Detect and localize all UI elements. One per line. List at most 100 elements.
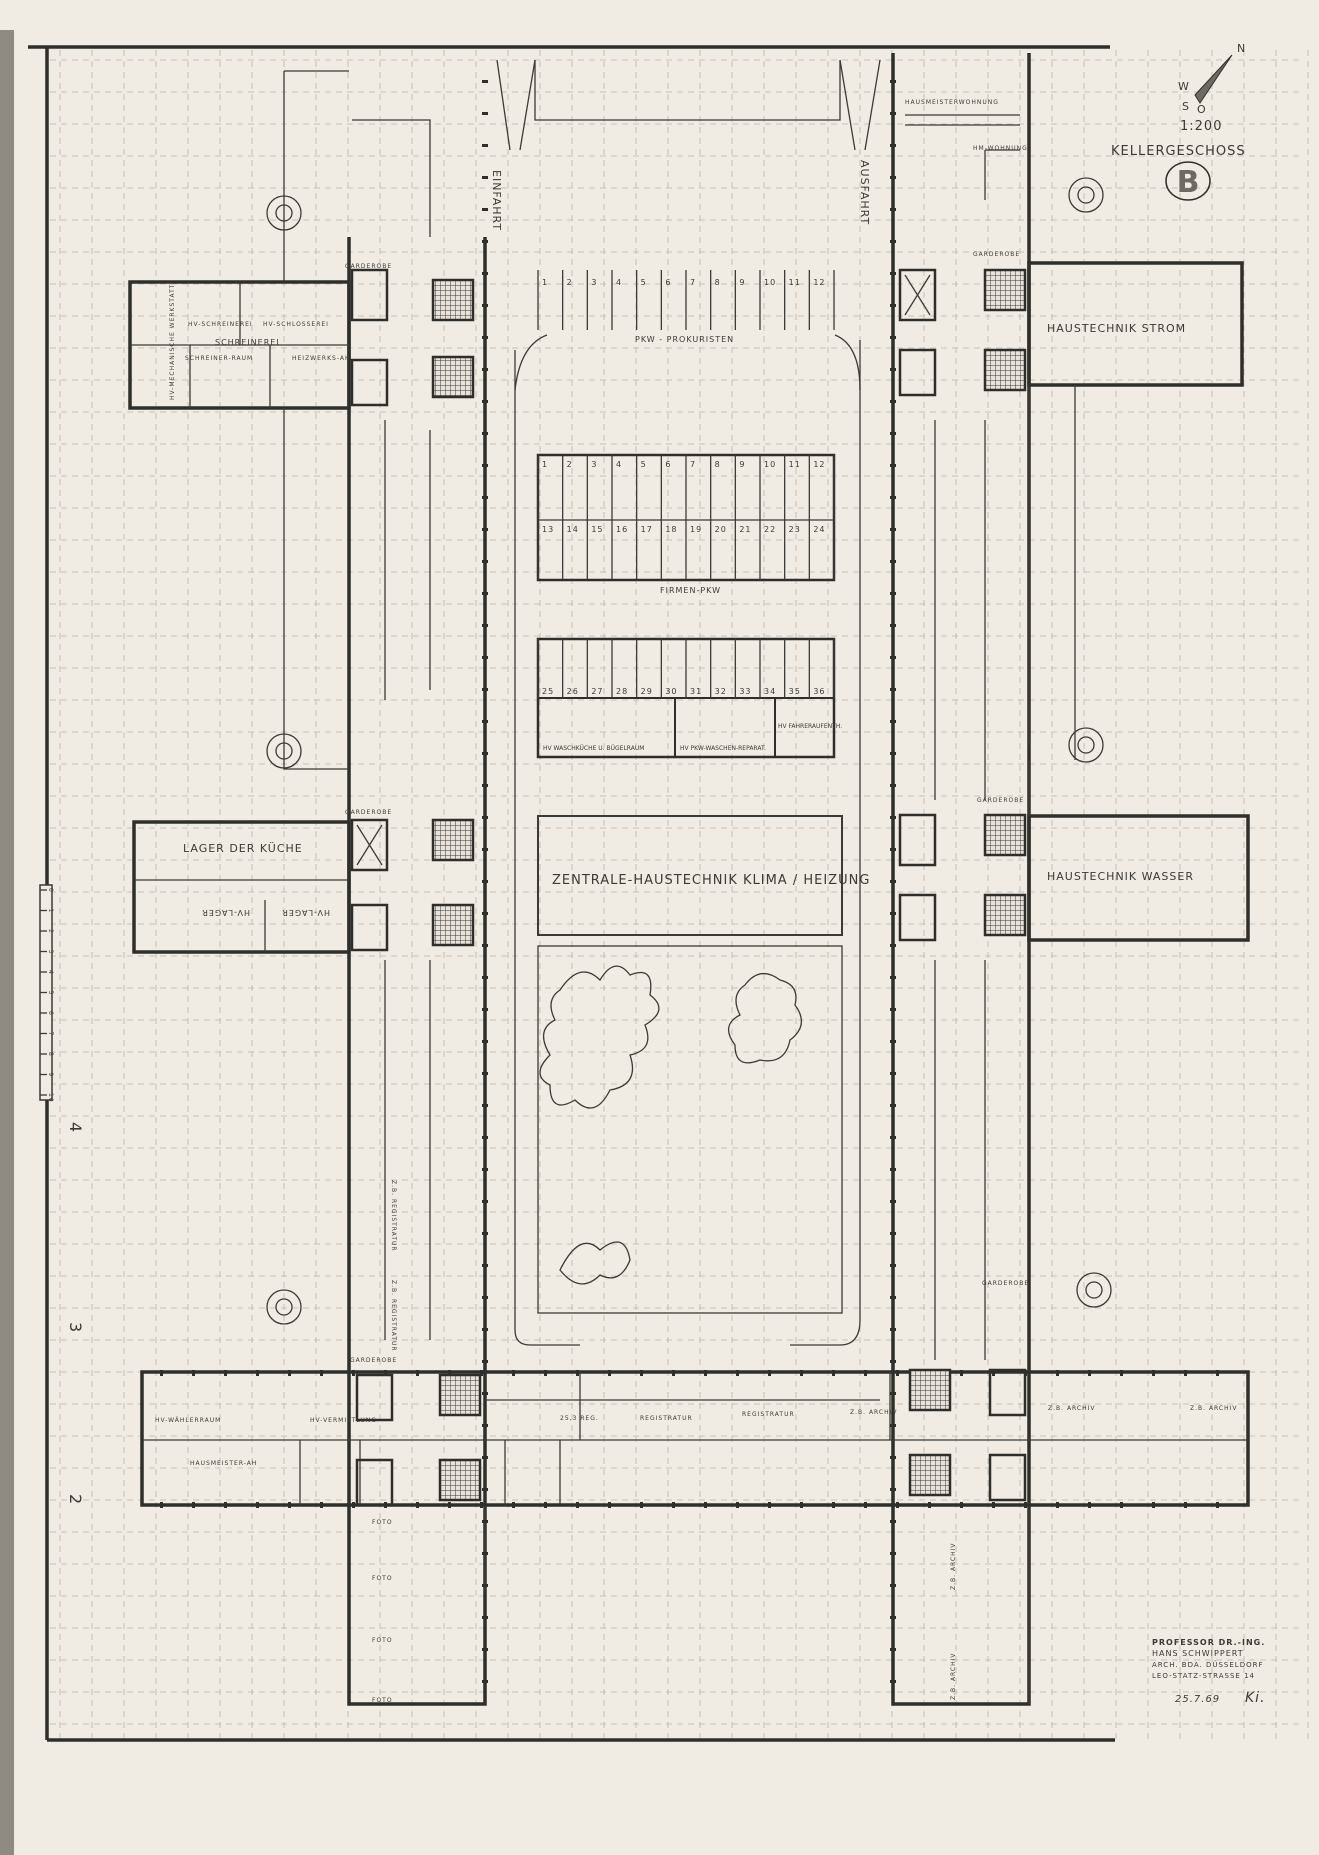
column-mark (890, 368, 896, 371)
scale-tick-label: 6 (47, 1011, 54, 1016)
sheet-letter: B (1177, 165, 1200, 200)
firmen-stall-number: 15 (591, 525, 603, 534)
room-garderobe: GARDEROBE (977, 797, 1024, 804)
room-garderobe: GARDEROBE (982, 1280, 1029, 1287)
row3-stall-number: 27 (591, 687, 603, 696)
compass-s: S (1182, 100, 1190, 113)
scale-tick-label: 5 (47, 991, 54, 996)
column-mark (1152, 1502, 1155, 1508)
firmen-stall-number: 17 (641, 525, 653, 534)
column-mark (482, 400, 488, 403)
column-mark (890, 464, 896, 467)
column-mark (890, 816, 896, 819)
column-mark (482, 624, 488, 627)
column-mark (482, 1360, 488, 1363)
column-mark (384, 1370, 387, 1376)
room-registratur: Z.B. REGISTRATUR (390, 1180, 397, 1252)
prokuristen-stall-number: 1 (542, 278, 548, 287)
column-mark (482, 80, 488, 83)
firmen-stall-number: 4 (616, 460, 622, 469)
scale-tick-label: 4 (47, 970, 54, 975)
electric-wing (1027, 261, 1244, 387)
room-haustechnik-strom: HAUSTECHNIK STROM (1047, 322, 1186, 335)
room-archiv: Z.B. ARCHIV (1048, 1405, 1096, 1412)
column-mark (448, 1502, 451, 1508)
column-mark (482, 752, 488, 755)
room-registratur: REGISTRATUR (742, 1411, 795, 1418)
column-mark (890, 880, 896, 883)
axis-marker-2: 2 (66, 1494, 85, 1505)
column-mark (890, 1456, 896, 1459)
firmen-stall-number: 23 (789, 525, 801, 534)
column-mark (1120, 1370, 1123, 1376)
prokuristen-stall-number: 4 (616, 278, 622, 287)
stamp-date: 25.7.69 (1175, 1694, 1220, 1705)
firmen-stall-number: 18 (665, 525, 677, 534)
column-mark (482, 240, 488, 243)
room-haustechnik-wasser: HAUSTECHNIK WASSER (1047, 870, 1194, 883)
column-mark (1184, 1370, 1187, 1376)
scale-tick-label: 10 (47, 1093, 54, 1103)
column-mark (896, 1502, 899, 1508)
stamp-line: PROFESSOR DR.-ING. (1152, 1638, 1265, 1647)
room-heizwerks: HEIZWERKS-AH (292, 355, 350, 362)
column-mark (890, 144, 896, 147)
column-mark (890, 1680, 896, 1683)
column-mark (1216, 1502, 1219, 1508)
column-mark (890, 1328, 896, 1331)
column-mark (482, 1520, 488, 1523)
column-mark (482, 944, 488, 947)
column-mark (352, 1370, 355, 1376)
column-mark (890, 208, 896, 211)
compass-w: W (1178, 80, 1190, 93)
compass-n: N (1237, 42, 1246, 55)
column-mark (1152, 1370, 1155, 1376)
scale-tick-label: 8 (47, 1052, 54, 1057)
scale-label: 1:200 (1180, 119, 1222, 134)
column-mark (960, 1370, 963, 1376)
row3-stall-number: 33 (739, 687, 751, 696)
column-mark (992, 1370, 995, 1376)
prokuristen-stall-number: 8 (715, 278, 721, 287)
column-mark (890, 1296, 896, 1299)
column-mark (482, 496, 488, 499)
firmen-stall-number: 9 (739, 460, 745, 469)
column-mark (482, 1488, 488, 1491)
stamp-line: LEO-STATZ-STRASSE 14 (1152, 1672, 1255, 1680)
column-mark (482, 912, 488, 915)
room-foto: FOTO (372, 1519, 393, 1526)
column-mark (482, 144, 488, 147)
column-mark (256, 1502, 259, 1508)
column-mark (832, 1502, 835, 1508)
sheet-border (28, 45, 1115, 1742)
right-wing (891, 53, 1250, 1706)
floor-name: KELLERGESCHOSS (1111, 144, 1246, 159)
column-mark (482, 368, 488, 371)
column-mark (800, 1370, 803, 1376)
background-grid (50, 50, 1309, 1740)
row3-stall-number: 25 (542, 687, 554, 696)
spiral-stairs (266, 177, 1112, 1325)
room-registratur: Z.B. REGISTRATUR (390, 1280, 397, 1352)
scale-tick-label: 7 (47, 1032, 54, 1037)
column-mark (160, 1370, 163, 1376)
column-mark (890, 720, 896, 723)
column-mark (704, 1370, 707, 1376)
row3-stall-number: 29 (641, 687, 653, 696)
tree-sketch (728, 973, 802, 1064)
column-mark (890, 1200, 896, 1203)
column-mark (482, 208, 488, 211)
room-hv-lager: HV-LAGER (281, 908, 330, 917)
room-archiv: Z.B. ARCHIV (850, 1409, 898, 1416)
scale-tick-label: 0 (47, 888, 54, 893)
column-mark (1024, 1502, 1027, 1508)
stair-cores (350, 268, 1027, 1507)
column-mark (288, 1370, 291, 1376)
column-mark (482, 1008, 488, 1011)
column-mark (890, 1616, 896, 1619)
left-wing (128, 70, 487, 1706)
column-mark (704, 1502, 707, 1508)
column-mark (482, 1296, 488, 1299)
column-mark (1216, 1370, 1219, 1376)
column-mark (864, 1502, 867, 1508)
